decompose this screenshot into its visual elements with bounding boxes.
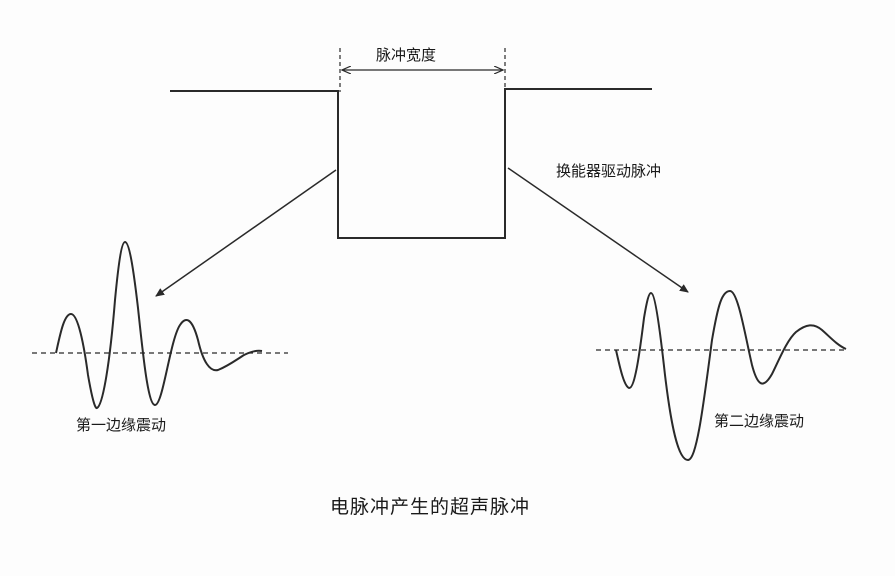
arrow-to-second-vibration [507, 167, 689, 293]
drive-pulse-waveform [170, 88, 652, 239]
first-edge-vibration-label: 第一边缘震动 [76, 416, 167, 434]
second-edge-vibration-waveform [615, 289, 847, 462]
arrow-to-first-vibration [155, 169, 337, 297]
first-edge-vibration-waveform [55, 240, 263, 410]
diagram-caption: 电脉冲产生的超声脉冲 [330, 496, 531, 518]
second-edge-vibration-label: 第二边缘震动 [714, 412, 805, 430]
transducer-drive-pulse-label: 换能器驱动脉冲 [556, 162, 662, 180]
pulse-width-label: 脉冲宽度 [376, 46, 437, 64]
